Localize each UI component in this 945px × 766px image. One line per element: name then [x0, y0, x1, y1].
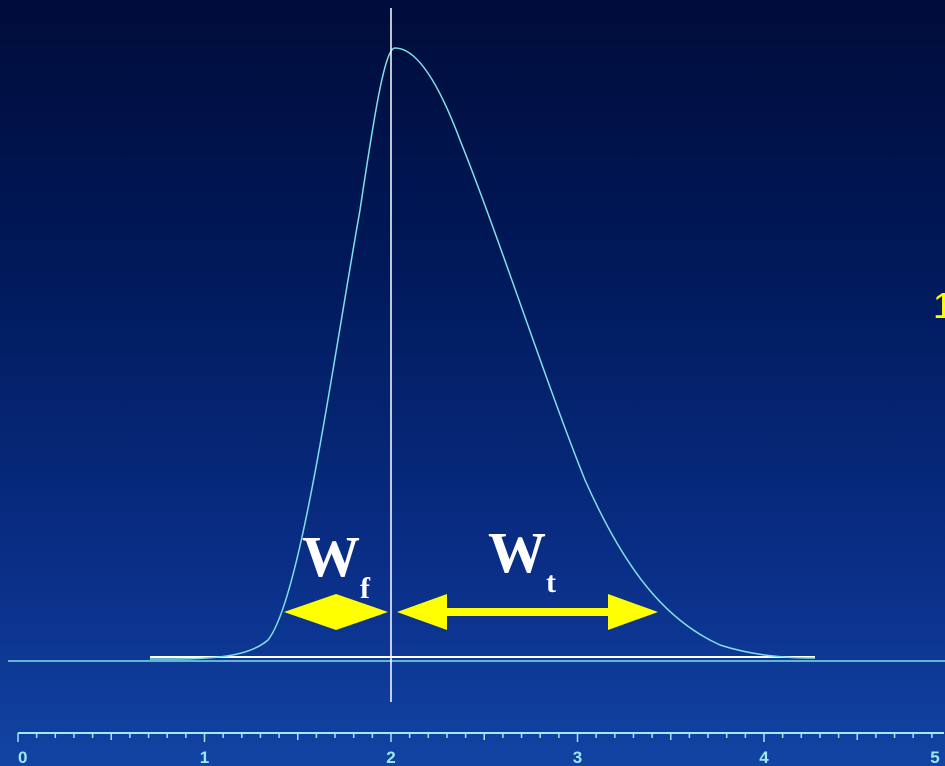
- tail-arrow-shaft: [445, 608, 611, 616]
- tail-width-letter: W: [488, 520, 546, 585]
- tail-width-subscript: t: [546, 566, 556, 599]
- axis-tick-label: 5: [930, 748, 939, 766]
- axis-tick-label: 2: [386, 748, 395, 766]
- front-width-label: Wf: [302, 524, 371, 605]
- front-arrow-left-head: [284, 594, 336, 630]
- front-width-subscript: f: [360, 572, 371, 605]
- axis-tick-label: 3: [573, 748, 582, 766]
- edge-mark: 1: [933, 285, 945, 326]
- tail-width-label: Wt: [488, 520, 556, 599]
- axis-tick-label: 4: [759, 748, 769, 766]
- x-axis: 0 1 2 3 4 5: [17, 732, 944, 766]
- tail-arrow-right-head: [608, 594, 658, 630]
- tail-arrow-left-head: [397, 594, 447, 630]
- tail-width-arrow: [397, 594, 658, 630]
- axis-tick-label: 0: [18, 748, 27, 766]
- front-width-arrow: [284, 594, 388, 630]
- axis-tick-label: 1: [200, 748, 209, 766]
- peak-curve: [149, 47, 816, 660]
- front-arrow-right-head: [336, 594, 388, 630]
- front-width-letter: W: [302, 524, 360, 589]
